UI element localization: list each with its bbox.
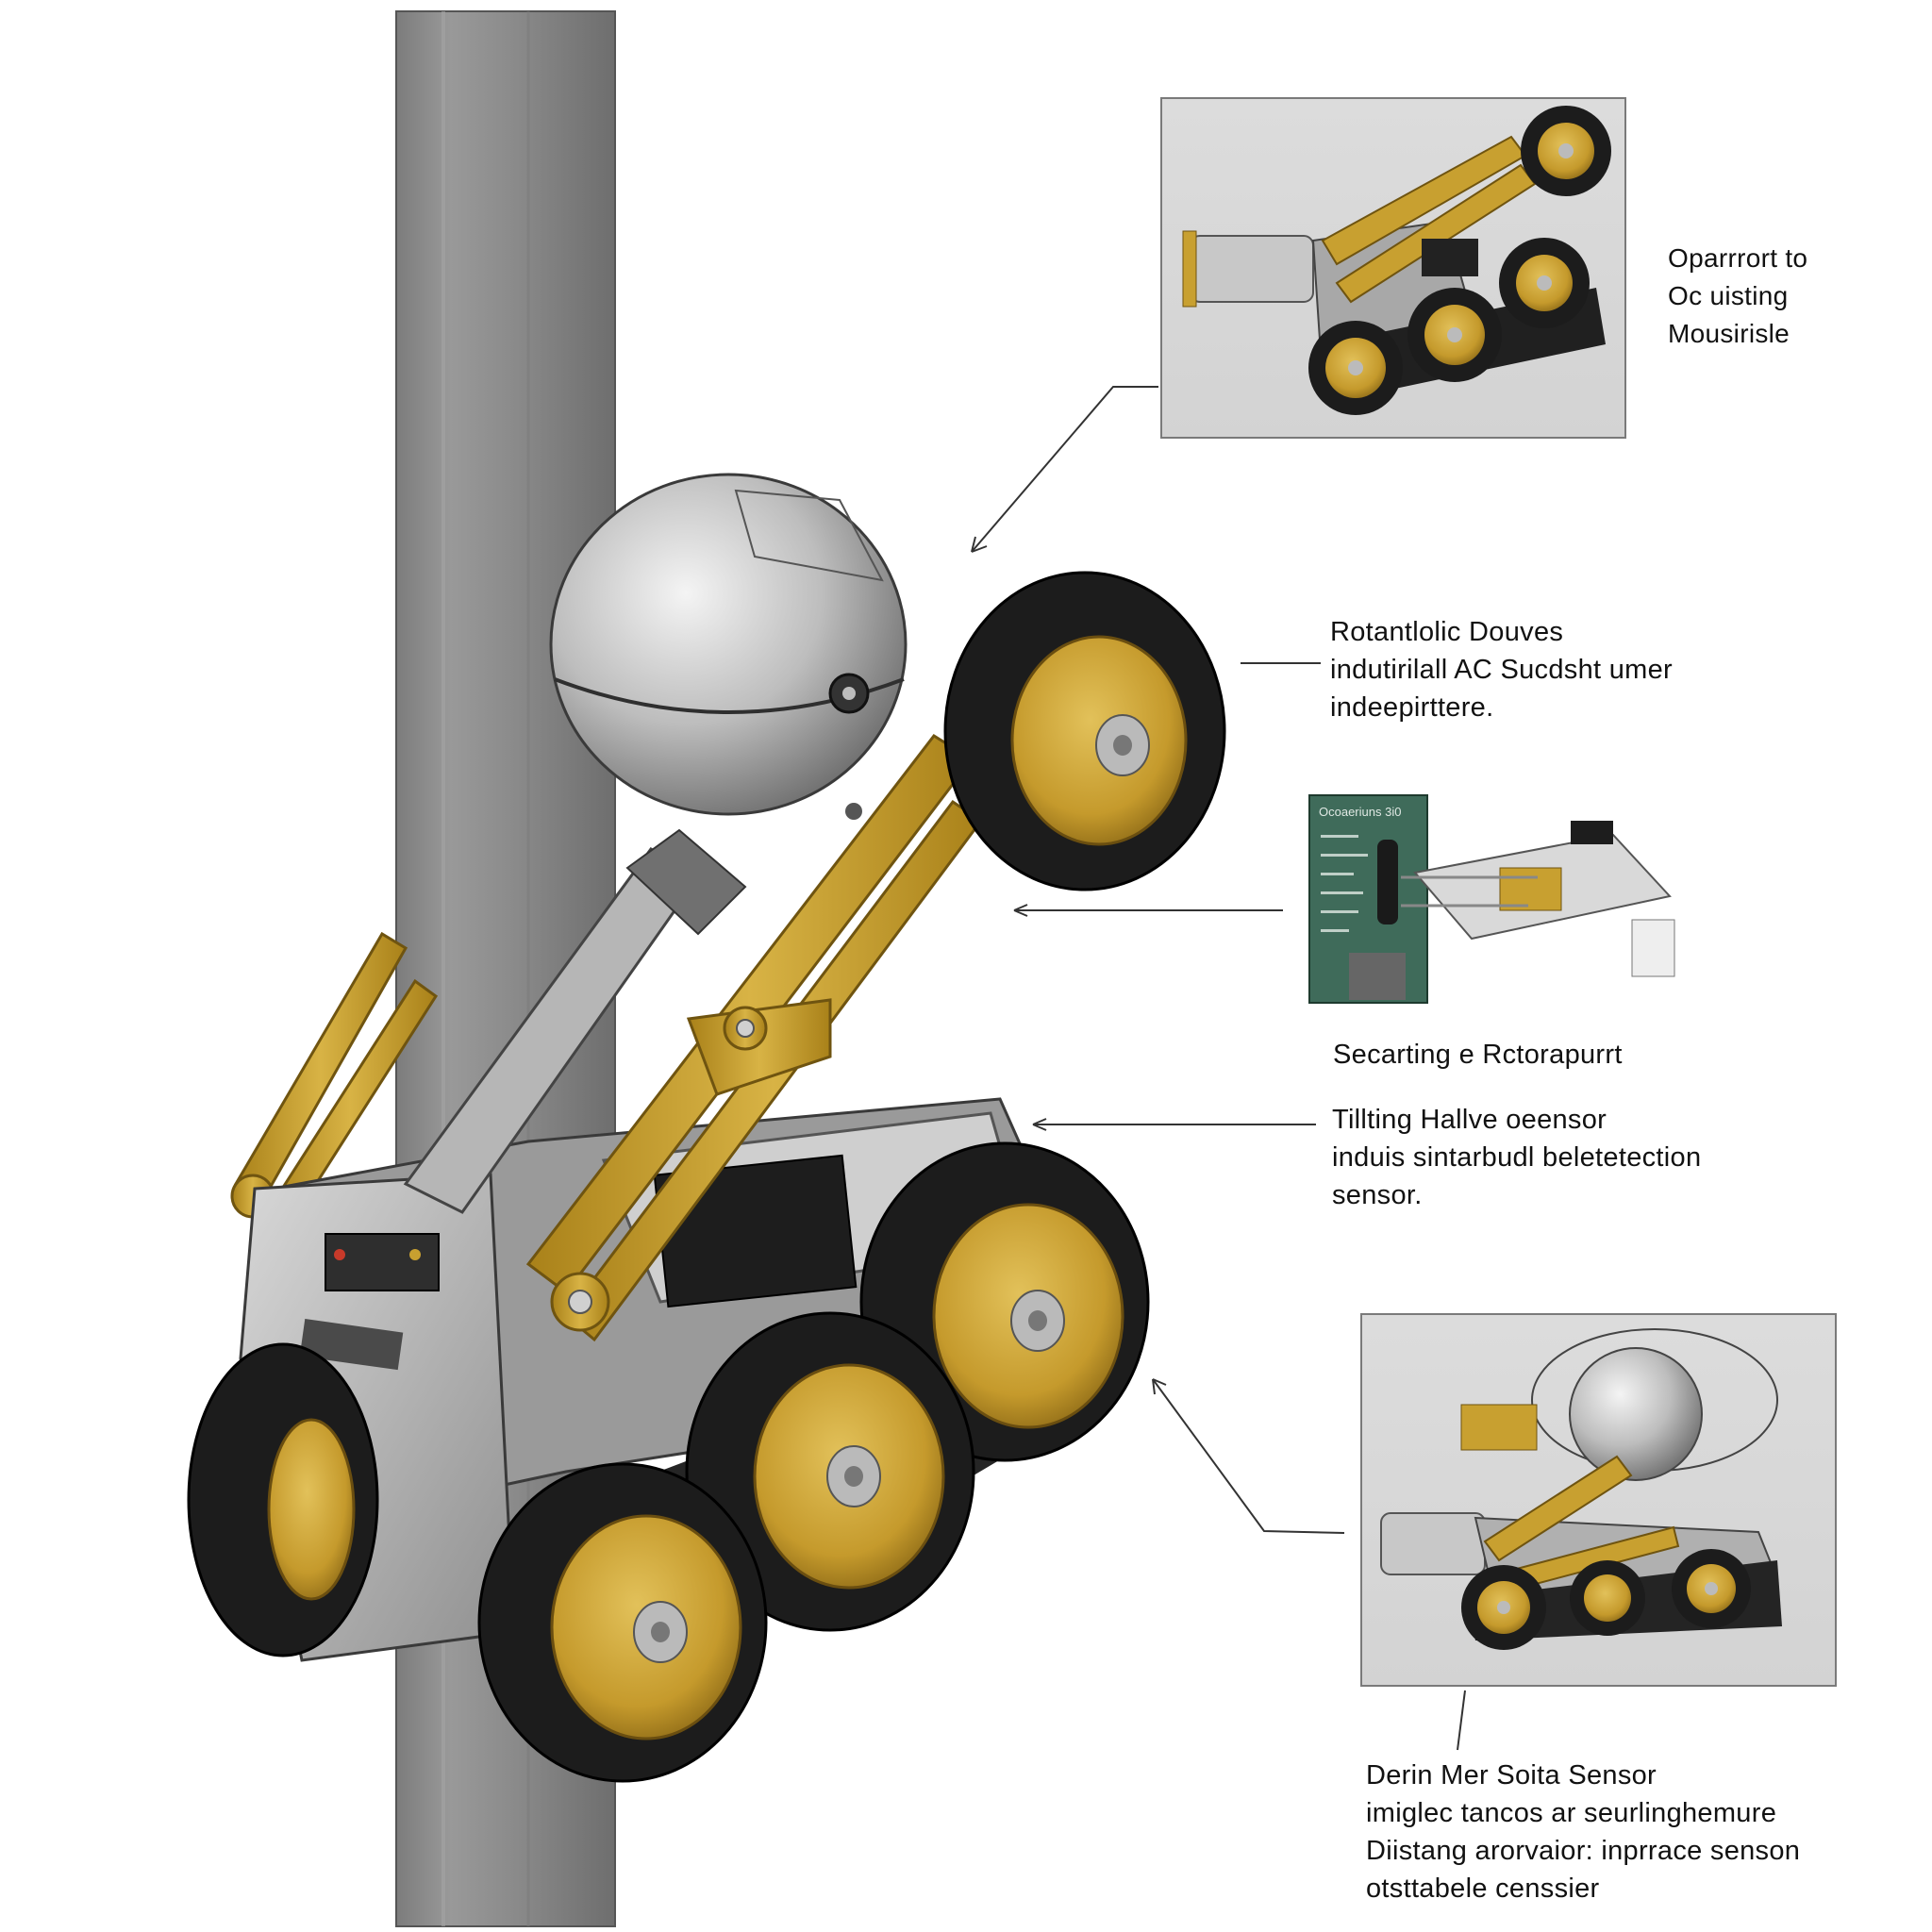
hall-sensor-board: Ocoaeriuns 3i0 <box>1308 794 1675 1004</box>
callout-2-line-2: indutirilall AC Sucdsht umer <box>1330 655 1673 685</box>
leader-line-6 <box>1457 1690 1466 1751</box>
panel-top-wheel-arm <box>1521 106 1611 196</box>
callout-3-line-1: Secarting e Rctorapurrt <box>1333 1040 1623 1070</box>
leader-line-5 <box>1152 1378 1345 1534</box>
callout-wheel: Rotantlolic Douves indutirilall AC Sucds… <box>1330 613 1673 726</box>
callout-upper-right: Oparrrort to Oc uisting Mousirisle <box>1668 240 1807 353</box>
callout-5-line-1: Derin Mer Soita Sensor <box>1366 1760 1657 1790</box>
wheel-front-left <box>477 1462 768 1783</box>
circuit-board <box>325 1233 440 1291</box>
panel-top-wheel-2 <box>1407 288 1502 382</box>
panel-bottom-wheel-3 <box>1672 1549 1751 1628</box>
callout-2-line-3: indeepirttere. <box>1330 692 1494 723</box>
callout-sensor-board: Secarting e Rctorapurrt <box>1333 1036 1623 1074</box>
sensor-module-illustration: Ocoaeriuns 3i0 <box>1302 788 1698 1014</box>
top-wheel <box>943 571 1226 891</box>
callout-1-line-3: Mousirisle <box>1668 319 1790 348</box>
sensor-dome <box>549 473 908 816</box>
wheel-rear-left <box>187 1342 379 1657</box>
callout-1-line-2: Oc uisting <box>1668 281 1789 310</box>
panel-bottom-wheel-2 <box>1570 1560 1645 1636</box>
dome-mount <box>625 828 747 936</box>
callout-5-line-4: otsttabele censsier <box>1366 1874 1600 1904</box>
wheel-middle <box>685 1311 975 1632</box>
panel-top-wheel-3 <box>1499 238 1590 328</box>
panel-top-wheel-1 <box>1308 321 1403 415</box>
callout-1-line-1: Oparrrort to <box>1668 243 1808 273</box>
leader-line-1 <box>971 386 1158 553</box>
callout-bottom: Derin Mer Soita Sensor imiglec tancos ar… <box>1366 1757 1800 1907</box>
leader-lines <box>971 386 1466 1751</box>
main-arm <box>525 734 984 1342</box>
detail-panel-top <box>1160 97 1626 439</box>
vent-grille <box>299 1318 404 1371</box>
callout-4-line-2: induis sintarbudl beletetection <box>1332 1142 1702 1173</box>
panel-bottom-wheel-1 <box>1461 1565 1546 1650</box>
callout-2-line-1: Rotantlolic Douves <box>1330 617 1564 647</box>
robot-side-view <box>1182 106 1611 415</box>
callout-4-line-1: Tillting Hallve oeensor <box>1332 1105 1607 1135</box>
detail-panel-bottom <box>1360 1313 1837 1687</box>
callout-4-line-3: sensor. <box>1332 1180 1423 1210</box>
callout-5-line-2: imiglec tancos ar seurlinghemure <box>1366 1798 1777 1828</box>
callout-5-line-3: Diistang arorvaior: inprrace senson <box>1366 1836 1801 1866</box>
robot-folded-view <box>1380 1328 1782 1650</box>
board-label: Ocoaeriuns 3i0 <box>1319 805 1401 819</box>
callout-hall-sensor: Tillting Hallve oeensor induis sintarbud… <box>1332 1101 1701 1214</box>
panel-bottom-dome <box>1569 1347 1703 1481</box>
